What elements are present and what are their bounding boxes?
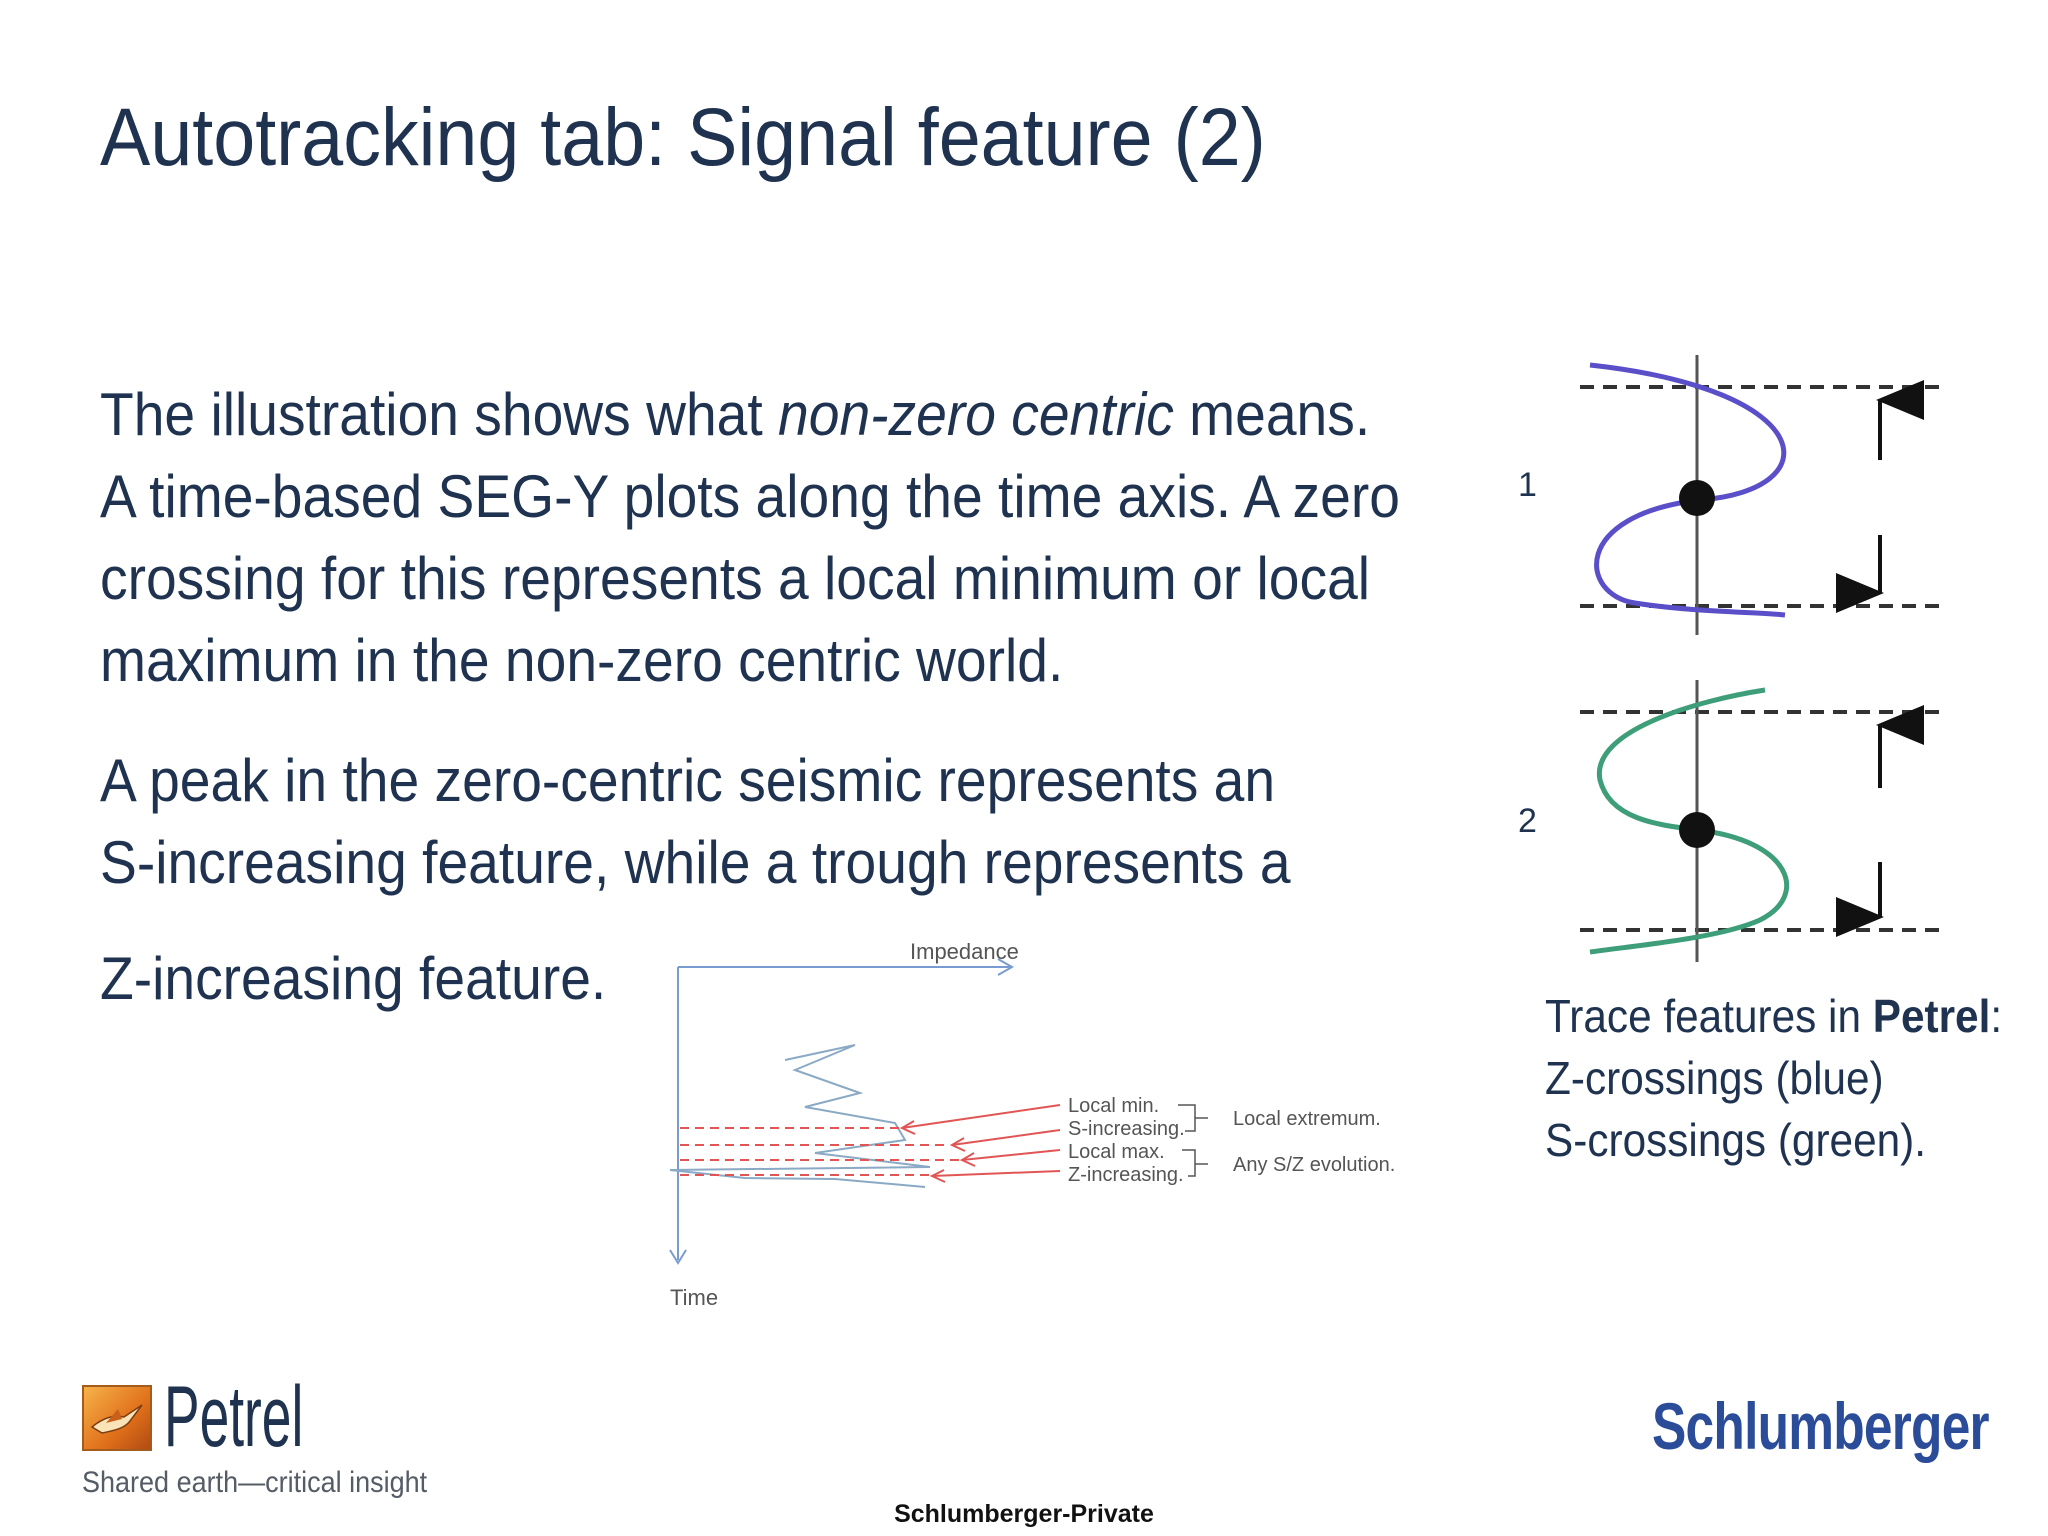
text-span: The illustration shows what bbox=[100, 381, 779, 448]
emphasis-text: non-zero centric bbox=[778, 381, 1174, 448]
group-label-any-evolution: Any S/Z evolution. bbox=[1233, 1154, 1395, 1176]
paragraph-line: A time-based SEG-Y plots along the time … bbox=[100, 463, 1400, 530]
text-span: means. bbox=[1173, 381, 1371, 448]
paragraph-non-zero-centric: The illustration shows what non-zero cen… bbox=[100, 374, 1400, 702]
caption-line: Trace features in Petrel: bbox=[1545, 985, 2002, 1047]
impedance-diagram: Impedance Time Local min. S-increasing. … bbox=[669, 939, 1395, 1310]
petrel-bird-icon bbox=[82, 1385, 152, 1451]
crossing-point bbox=[1679, 480, 1715, 516]
arrow-z-increasing bbox=[931, 1170, 1061, 1177]
paragraph-z-increasing: Z-increasing feature. bbox=[100, 938, 606, 1020]
group-label-local-extremum: Local extremum. bbox=[1233, 1108, 1381, 1130]
arrow-local-min bbox=[901, 1104, 1061, 1129]
time-axis-arrow-icon bbox=[669, 1249, 687, 1265]
paragraph-line: The illustration shows what non-zero cen… bbox=[100, 374, 1400, 456]
impedance-axis-label: Impedance bbox=[910, 939, 1019, 964]
feature-arrows bbox=[899, 1104, 1061, 1183]
impedance-axis-arrow-icon bbox=[997, 958, 1015, 976]
arrow-s-increasing bbox=[951, 1129, 1061, 1146]
arrow-local-max bbox=[961, 1149, 1061, 1161]
bracket-any-evolution bbox=[1182, 1149, 1196, 1177]
petrel-tagline: Shared earth—critical insight bbox=[82, 1466, 428, 1499]
trace-label-2: 2 bbox=[1518, 802, 1537, 840]
impedance-trace bbox=[669, 1044, 931, 1188]
arrowhead-icon bbox=[959, 1152, 976, 1167]
z-crossing-panel bbox=[1580, 355, 1940, 635]
paragraph-peak-trough: A peak in the zero-centric seismic repre… bbox=[100, 740, 1291, 904]
feature-dashed-lines bbox=[680, 1127, 960, 1176]
s-crossing-panel bbox=[1580, 680, 1940, 962]
paragraph-line: S-increasing feature, while a trough rep… bbox=[100, 829, 1291, 896]
petrel-wordmark: Petrel bbox=[164, 1369, 304, 1465]
caption-line: Z-crossings (blue) bbox=[1545, 1052, 1884, 1104]
paragraph-line: maximum in the non-zero centric world. bbox=[100, 627, 1064, 694]
arrowhead-icon bbox=[899, 1120, 916, 1135]
text-span: : bbox=[1990, 990, 2003, 1042]
schlumberger-logo: Schlumberger bbox=[1652, 1389, 1990, 1463]
trace-label-1: 1 bbox=[1518, 466, 1537, 504]
slide-title: Autotracking tab: Signal feature (2) bbox=[100, 92, 1266, 183]
trace-features-caption: Trace features in Petrel: Z-crossings (b… bbox=[1545, 985, 2002, 1171]
label-s-increasing: S-increasing. bbox=[1068, 1118, 1185, 1140]
label-local-max: Local max. bbox=[1068, 1141, 1165, 1163]
caption-line: S-crossings (green). bbox=[1545, 1114, 1927, 1166]
label-local-min: Local min. bbox=[1068, 1095, 1159, 1117]
z-crossing-curve bbox=[1589, 362, 1787, 618]
footer-classification: Schlumberger-Private bbox=[894, 1500, 1154, 1528]
arrowhead-icon bbox=[929, 1169, 946, 1183]
bold-text: Petrel bbox=[1872, 990, 1991, 1042]
paragraph-line: A peak in the zero-centric seismic repre… bbox=[100, 747, 1276, 814]
paragraph-line: crossing for this represents a local min… bbox=[100, 545, 1371, 612]
time-axis-label: Time bbox=[670, 1285, 718, 1310]
paragraph-line: Z-increasing feature. bbox=[100, 945, 607, 1012]
label-z-increasing: Z-increasing. bbox=[1068, 1164, 1184, 1186]
text-span: Trace features in bbox=[1545, 990, 1873, 1042]
crossing-point bbox=[1679, 812, 1715, 848]
arrowhead-icon bbox=[949, 1137, 966, 1152]
trace-features-diagram bbox=[1580, 355, 1940, 962]
petrel-logo: Petrel Shared earth—critical insight bbox=[82, 1369, 427, 1510]
